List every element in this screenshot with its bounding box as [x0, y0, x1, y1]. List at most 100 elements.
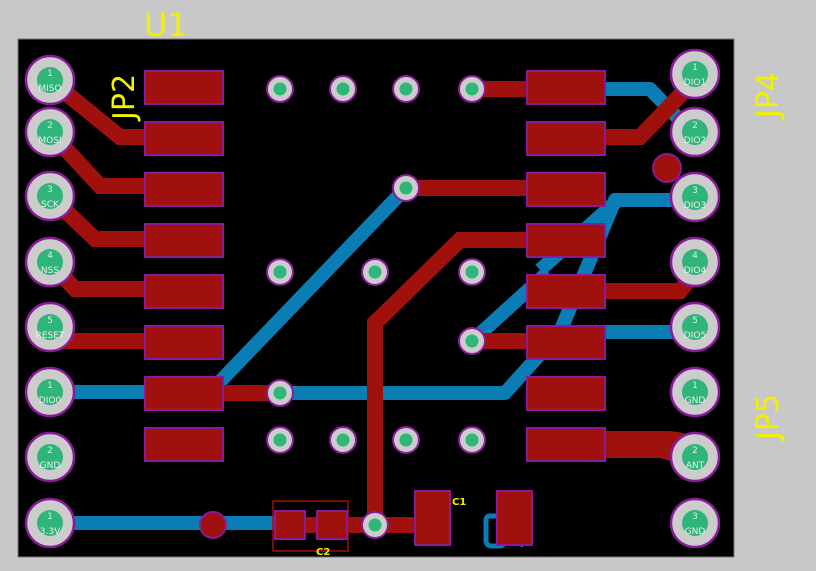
pin-drill	[682, 379, 708, 405]
pin-number: 2	[47, 121, 53, 131]
c2-designator: C2	[316, 547, 330, 558]
via-drill	[368, 518, 382, 532]
via-drill	[273, 265, 287, 279]
pin-label: MOSI	[38, 136, 61, 146]
pin-number: 2	[692, 121, 698, 131]
c1-pad	[414, 490, 451, 546]
via-drill	[465, 334, 479, 348]
pin-label: NSS	[41, 266, 59, 276]
pin-label: DIO5	[684, 331, 706, 341]
pin-label: MISO	[38, 84, 61, 94]
u1-designator: U1	[144, 6, 188, 44]
via-top	[199, 511, 227, 539]
trace-c1-up	[367, 232, 565, 525]
pin-drill	[682, 184, 708, 210]
pin-drill	[37, 314, 63, 340]
pin-label: 3.3V	[40, 527, 61, 537]
pin-number: 2	[47, 446, 53, 456]
pin-drill	[37, 119, 63, 145]
via-drill	[465, 265, 479, 279]
pin-label: SCK	[41, 200, 60, 210]
c1-footprint	[414, 490, 533, 546]
u1-pad	[526, 223, 606, 258]
pin-label: GND	[685, 527, 706, 537]
pin-number: 3	[47, 185, 53, 195]
pin-drill	[37, 379, 63, 405]
c2-footprint	[272, 500, 349, 552]
pin-drill	[682, 314, 708, 340]
pin-number: 1	[47, 69, 53, 79]
u1-pad	[526, 172, 606, 207]
pin-drill	[37, 510, 63, 536]
u1-pad	[144, 121, 224, 156]
c1-designator: C1	[452, 497, 466, 508]
pin-label: DIO4	[684, 266, 707, 276]
u1-pad	[144, 70, 224, 105]
via-drill	[465, 433, 479, 447]
pin-drill	[37, 444, 63, 470]
via-drill	[399, 181, 413, 195]
via-drill	[336, 82, 350, 96]
u1-pad	[526, 274, 606, 309]
pin-number: 1	[692, 381, 698, 391]
pin-label: ANT	[686, 461, 705, 471]
u1-pad	[144, 172, 224, 207]
pin-label: DIO1	[684, 78, 706, 88]
via-drill	[273, 386, 287, 400]
pin-number: 1	[692, 63, 698, 73]
u1-pad	[526, 325, 606, 360]
via-group	[266, 75, 486, 539]
pin-label: DIO2	[684, 136, 706, 146]
u1-pad	[144, 376, 224, 411]
u1-pad	[144, 274, 224, 309]
jp5-designator: JP5	[751, 394, 786, 442]
via-drill	[399, 433, 413, 447]
c2-pad	[316, 510, 348, 540]
u1-pads-left	[144, 70, 224, 462]
jp4-designator: JP4	[751, 72, 786, 120]
pin-number: 4	[47, 251, 53, 261]
pin-drill	[682, 61, 708, 87]
pin-label: DIO3	[684, 201, 706, 211]
pin-drill	[682, 444, 708, 470]
pin-number: 1	[47, 381, 53, 391]
pin-label: DIO0	[39, 396, 62, 406]
u1-pads-right	[526, 70, 606, 462]
via-drill	[368, 265, 382, 279]
pin-label: GND	[685, 396, 706, 406]
trace-dio0-diag	[204, 183, 412, 397]
via-drill	[273, 433, 287, 447]
u1-pad	[526, 376, 606, 411]
u1-pad	[144, 223, 224, 258]
c1-pad	[496, 490, 533, 546]
jp2-designator: JP2	[107, 74, 142, 122]
pin-number: 4	[692, 251, 698, 261]
pin-number: 5	[692, 316, 698, 326]
via-drill	[399, 82, 413, 96]
pin-number: 3	[692, 186, 698, 196]
pin-drill	[682, 510, 708, 536]
pin-label: RESET	[36, 331, 65, 341]
pin-label: GND	[40, 461, 61, 471]
u1-pad	[526, 427, 606, 462]
via-drill	[465, 82, 479, 96]
pin-number: 1	[47, 512, 53, 522]
connector-pin: 1 3.3V	[24, 497, 76, 549]
c2-pad	[274, 510, 306, 540]
pin-number: 5	[47, 316, 53, 326]
via-top	[652, 153, 682, 183]
